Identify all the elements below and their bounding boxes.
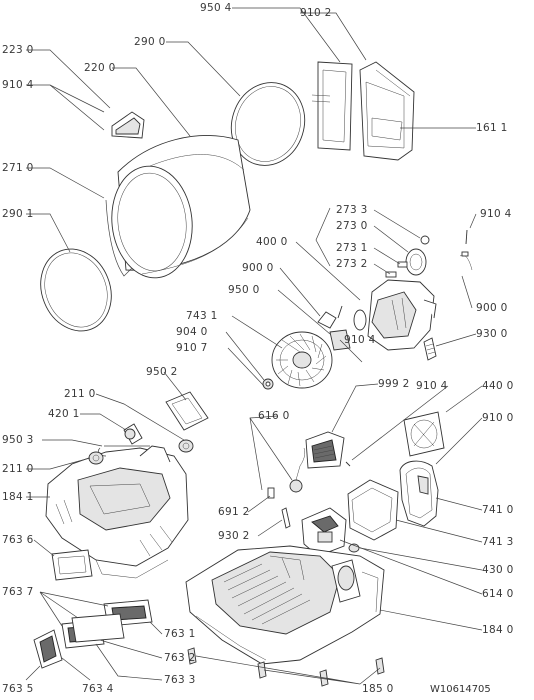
filter-guide-clip [111,111,145,139]
label-930-2: 930 2 [218,530,250,542]
screw-910-4-sensor [345,461,351,467]
drive-belt [105,199,133,277]
label-910-4-b: 910 4 [480,208,512,220]
thermostat-616-0 [289,447,306,493]
label-763-1: 763 1 [164,628,196,640]
fan-cover-440-0 [403,411,445,457]
label-420-1: 420 1 [48,408,80,420]
label-273-3: 273 3 [336,204,368,216]
label-273-0: 273 0 [336,220,368,232]
label-763-7: 763 7 [2,586,34,598]
label-950-3: 950 3 [2,434,34,446]
drum-rear-seal [40,248,112,332]
label-910-2: 910 2 [300,7,332,19]
label-910-0: 910 0 [482,412,514,424]
base-184-1 [45,445,189,579]
label-161-1: 161 1 [476,122,508,134]
motor [353,279,437,351]
leader-lines [25,7,483,685]
pulley-assembly [385,235,430,278]
label-691-2: 691 2 [218,506,250,518]
bolt-930-2 [281,507,291,529]
bolt-930-0 [423,337,437,361]
label-763-2: 763 2 [164,652,196,664]
label-184-1: 184 1 [2,491,34,503]
rear-gasket-frame [311,61,353,151]
label-185-0: 185 0 [362,683,394,695]
label-763-3: 763 3 [164,674,196,686]
base-184-0 [185,545,385,665]
label-910-7: 910 7 [176,342,208,354]
feet-185-0 [187,647,385,687]
label-273-2: 273 2 [336,258,368,270]
seal-211-0-right [178,439,194,453]
label-614-0: 614 0 [482,588,514,600]
label-999-2: 999 2 [378,378,410,390]
label-400-0: 400 0 [256,236,288,248]
label-220-0: 220 0 [84,62,116,74]
label-910-4-a: 910 4 [2,79,34,91]
label-290-1: 290 1 [2,208,34,220]
screw-910-4-top [459,229,473,271]
label-743-1: 743 1 [186,310,218,322]
filter-763-3 [71,613,125,643]
label-900-0-a: 900 0 [242,262,274,274]
filter-763-6 [51,549,93,581]
label-950-4: 950 4 [200,2,232,14]
filter-763-5 [33,629,63,669]
label-763-6: 763 6 [2,534,34,546]
label-950-0: 950 0 [228,284,260,296]
drum-front-seal [230,82,306,166]
document-code: W10614705 [430,684,491,695]
label-430-0: 430 0 [482,564,514,576]
label-763-4: 763 4 [82,683,114,695]
label-910-4-d: 910 4 [416,380,448,392]
label-440-0: 440 0 [482,380,514,392]
blower-fan-wheel [271,331,333,389]
label-950-2: 950 2 [146,366,178,378]
label-904-0: 904 0 [176,326,208,338]
rear-duct-panel [359,61,415,161]
hose-420-1 [123,423,143,445]
label-741-3: 741 3 [482,536,514,548]
connector-691-2 [267,487,275,499]
label-184-0: 184 0 [482,624,514,636]
label-910-4-c: 910 4 [344,334,376,346]
label-271-0: 271 0 [2,162,34,174]
pump-614-0 [301,507,347,557]
part-labels: 950 4 910 2 223 0 290 0 220 0 910 4 161 … [2,2,514,695]
label-616-0: 616 0 [258,410,290,422]
label-211-0-a: 211 0 [64,388,96,400]
motor-clip [317,311,337,329]
label-211-0-b: 211 0 [2,463,34,475]
label-763-5: 763 5 [2,683,34,695]
label-290-0: 290 0 [134,36,166,48]
sensor-999-2 [305,431,345,469]
gasket-950-2 [165,391,209,431]
duct-housing-741-3 [347,479,399,541]
label-900-0-b: 900 0 [476,302,508,314]
label-223-0: 223 0 [2,44,34,56]
label-273-1: 273 1 [336,242,368,254]
label-741-0: 741 0 [482,504,514,516]
label-930-0: 930 0 [476,328,508,340]
air-duct-741-0 [399,460,439,527]
drum [111,134,251,279]
seal-211-0-left [88,451,104,465]
